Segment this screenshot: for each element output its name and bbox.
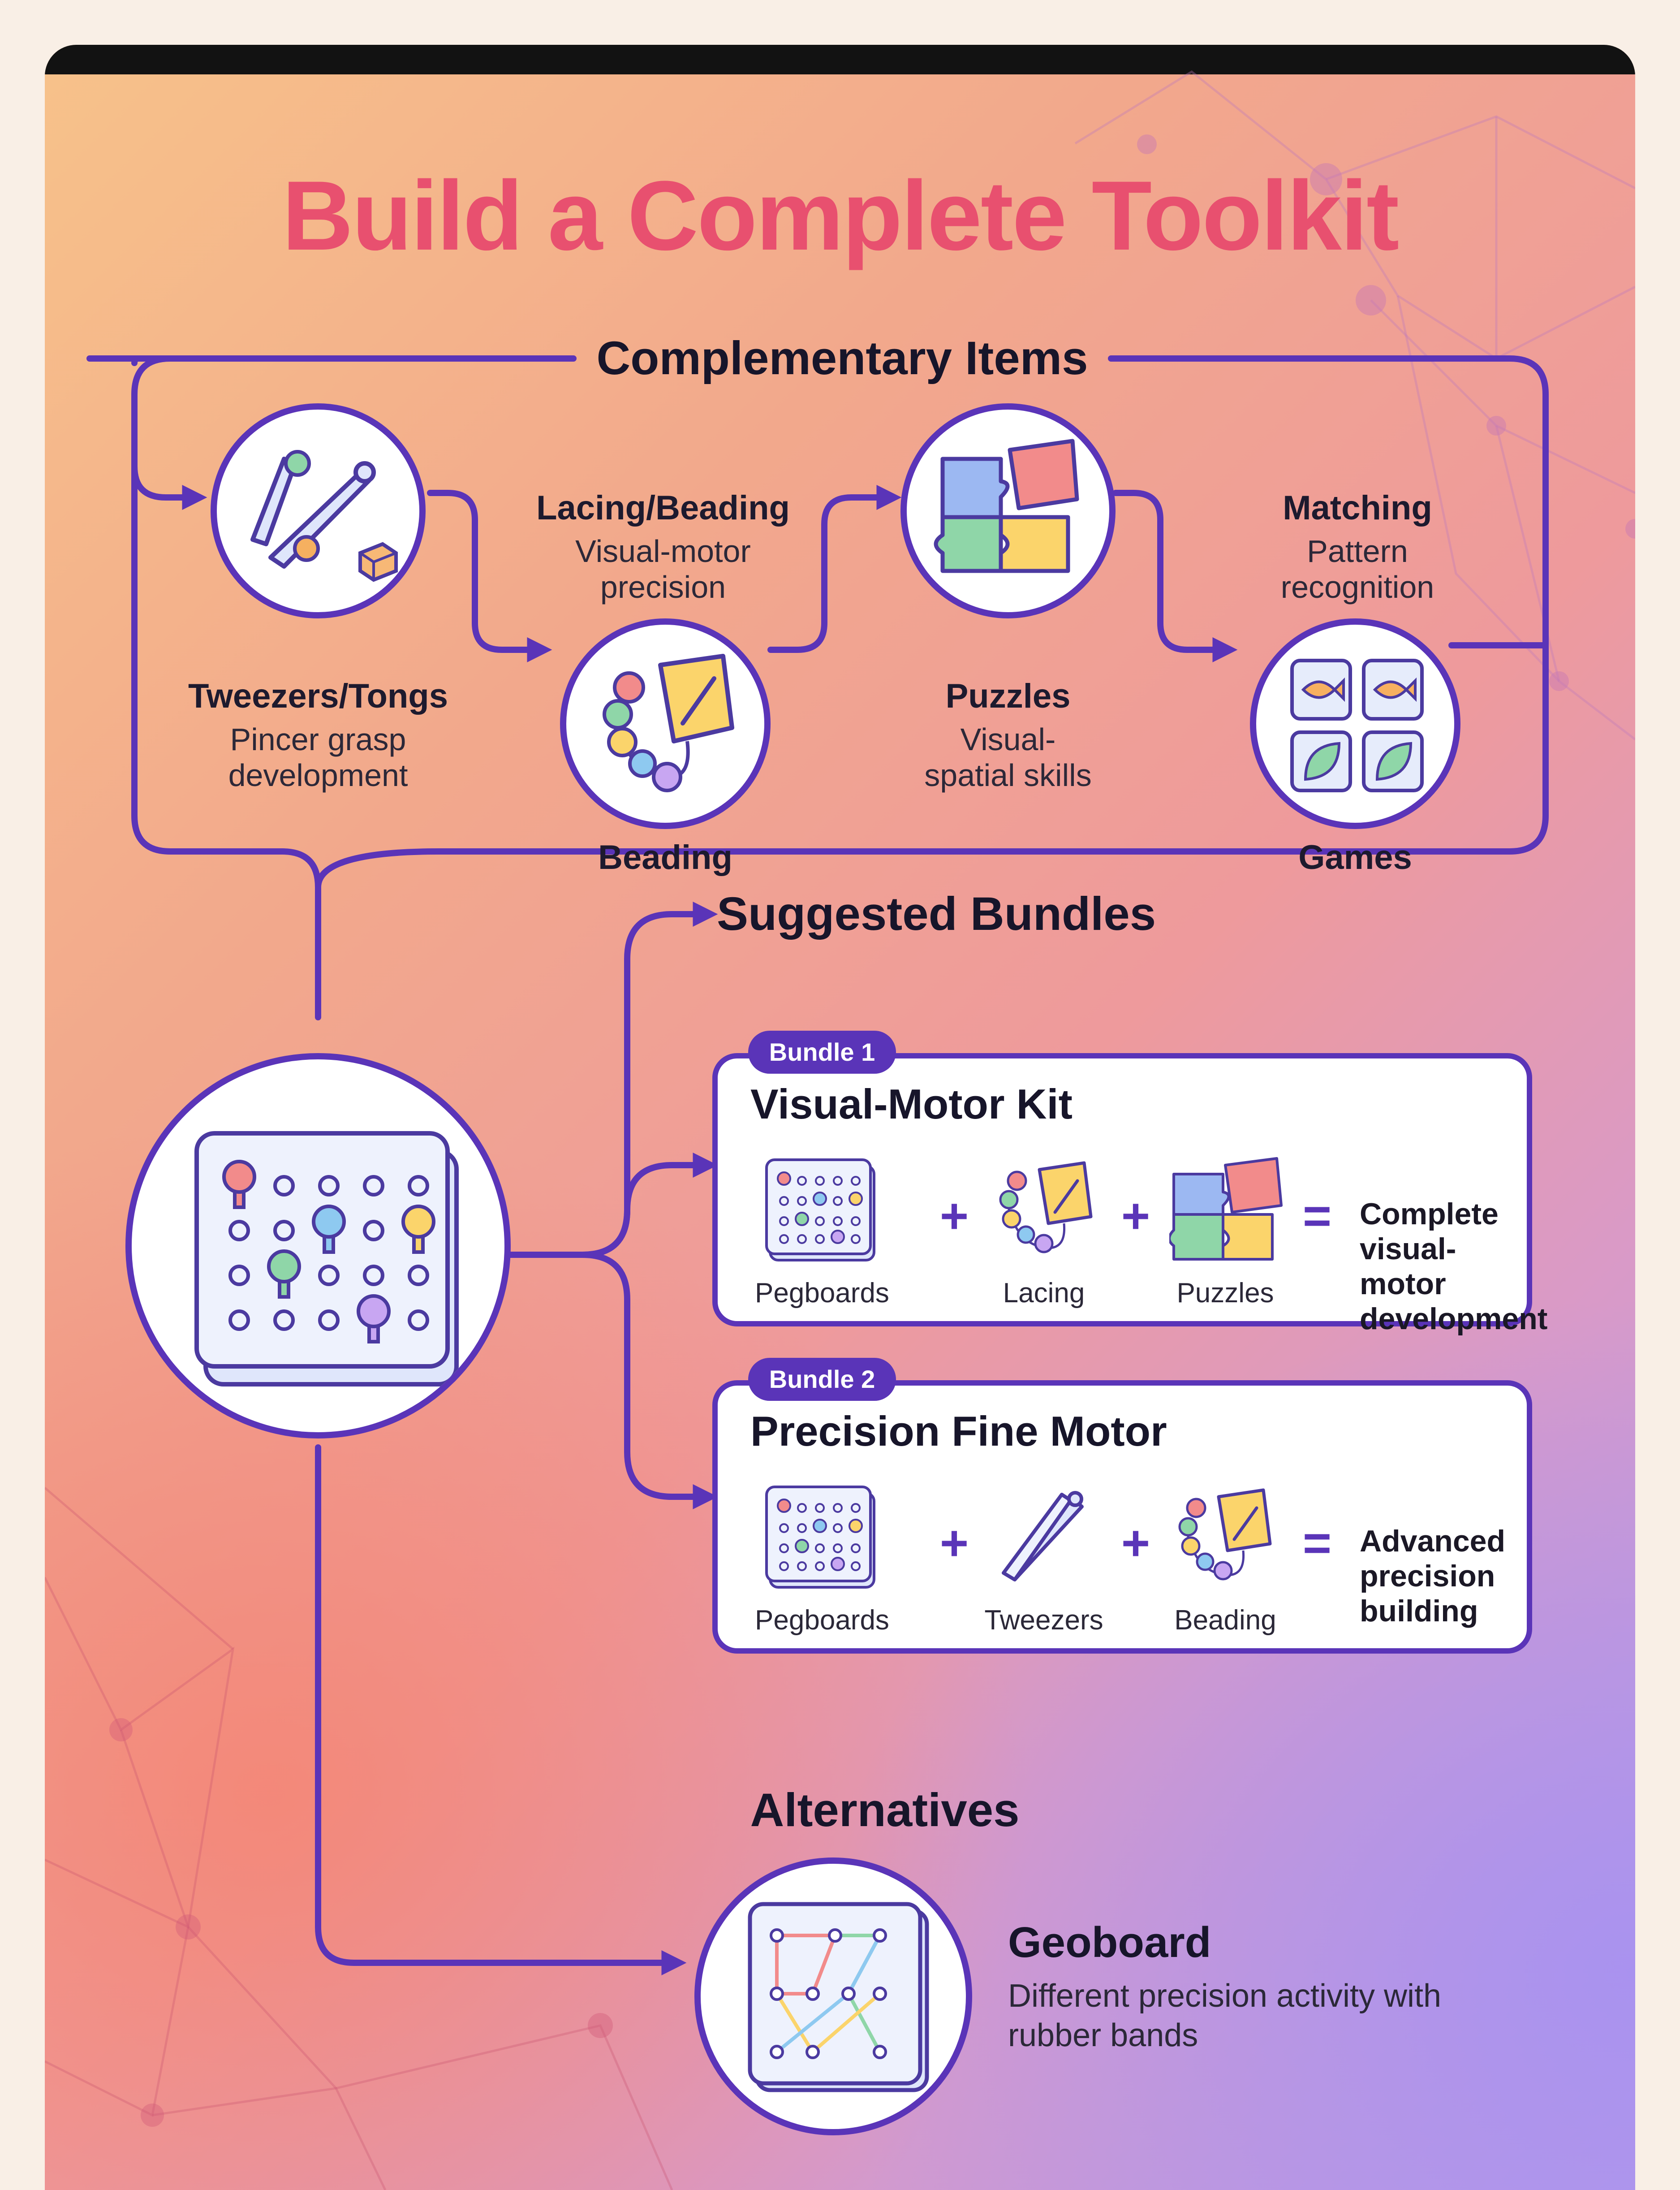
geoboard-icon [748, 1902, 929, 2092]
bundle-1-result: Complete visual-motor development [1360, 1197, 1548, 1336]
bundle-2-equals: = [1302, 1516, 1332, 1571]
bundle-2-plus-2: + [1121, 1516, 1150, 1571]
geoboard-title: Geoboard [1008, 1918, 1211, 1966]
bundle-2-item-2-label: Tweezers [984, 1605, 1103, 1636]
bundle-1-badge: Bundle 1 [748, 1031, 896, 1074]
network-decoration-bottom [45, 1487, 673, 2190]
bundle-1-pegboard-icon [765, 1158, 875, 1261]
puzzles-subtitle: Visual-spatial skills [924, 722, 1092, 793]
bundle-2-item-1-label: Pegboards [755, 1605, 889, 1636]
matching-title: Matching [1283, 489, 1432, 527]
bundle-2-title: Precision Fine Motor [750, 1408, 1167, 1455]
bundle-1-plus-2: + [1121, 1188, 1150, 1244]
tweezers-icon [250, 450, 398, 582]
bundle-2-pegboard-icon [765, 1486, 875, 1589]
tweezers-title: Tweezers/Tongs [188, 677, 448, 715]
lacing-beading-subtitle: Visual-motor precision [575, 534, 751, 605]
matching-subtitle: Pattern recognition [1280, 534, 1434, 605]
geoboard-description: Different precision activity with rubber… [1008, 1978, 1442, 2053]
puzzles-circle [900, 403, 1116, 618]
puzzles-title: Puzzles [945, 677, 1071, 715]
bundle-2-badge: Bundle 2 [748, 1358, 896, 1401]
bundle-2-item-3-label: Beading [1174, 1605, 1276, 1636]
tweezers-subtitle: Pincer grasp development [228, 722, 408, 793]
complementary-heading: Complementary Items [596, 332, 1088, 384]
bundle-1-item-2-label: Lacing [1003, 1278, 1085, 1309]
bundle-2-tweezers-icon [1002, 1491, 1084, 1581]
background-and-connectors [45, 70, 1635, 2190]
beading-circle [560, 618, 771, 829]
bundles-heading: Suggested Bundles [717, 888, 1156, 940]
bundle-2-card [712, 1380, 1532, 1654]
beading-label: Beading [598, 838, 732, 877]
beading-icon [603, 654, 734, 792]
lacing-beading-title: Lacing/Beading [536, 489, 790, 527]
geoboard-circle [694, 1857, 972, 2135]
bundle-1-item-1-label: Pegboards [755, 1278, 889, 1309]
bundle-1-puzzle-icon [1169, 1157, 1283, 1261]
games-circle [1250, 618, 1460, 829]
bundle-2-beading-icon [1178, 1488, 1272, 1581]
bundle-2-result: Advanced precision building [1360, 1524, 1505, 1628]
bundle-1-item-3-label: Puzzles [1176, 1278, 1274, 1309]
bundle-1-plus-1: + [939, 1188, 969, 1244]
network-decoration-top [1074, 70, 1635, 740]
center-pegboard-circle [125, 1053, 511, 1438]
alternatives-heading: Alternatives [750, 1784, 1020, 1836]
tweezers-circle [211, 403, 426, 618]
page-title: Build a Complete Toolkit [282, 160, 1400, 271]
bundle-1-lacing-icon [999, 1161, 1093, 1253]
infographic-card: Build a Complete Toolkit Complementary I… [45, 45, 1635, 2190]
games-label: Games [1298, 838, 1412, 877]
matching-cards-icon [1290, 659, 1424, 792]
bundle-2-plus-1: + [939, 1516, 969, 1571]
top-bar [45, 45, 1635, 74]
pegboard-icon [194, 1131, 459, 1387]
bundle-1-equals: = [1302, 1188, 1332, 1244]
puzzle-icon [934, 439, 1079, 573]
bundle-1-title: Visual-Motor Kit [750, 1080, 1073, 1127]
